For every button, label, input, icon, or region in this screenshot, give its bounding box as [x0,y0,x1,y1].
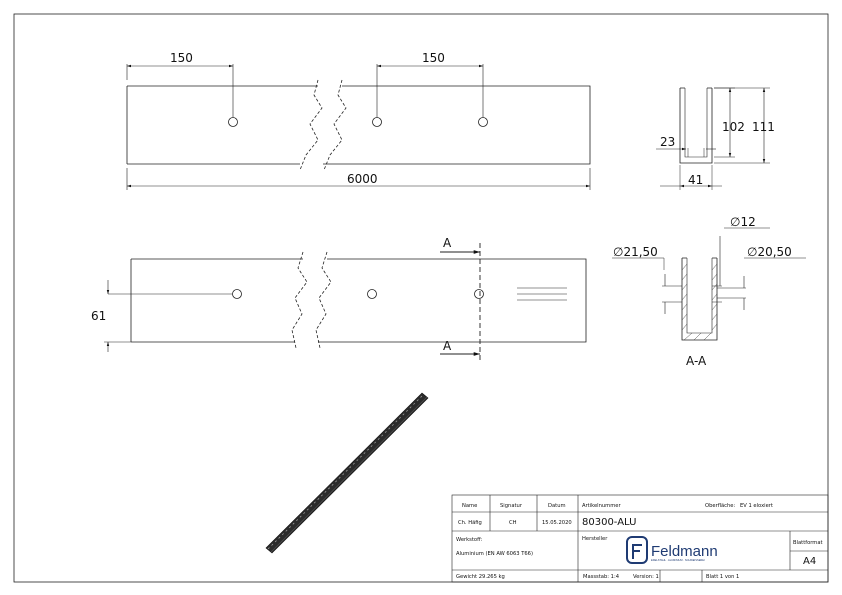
dim-6000: 6000 [347,172,378,186]
tb-format-value: A4 [803,556,816,567]
tb-name-label: Name [462,503,477,509]
section-marker-top: A [443,236,452,250]
section-a-a [612,227,806,341]
top-view [126,64,591,190]
tb-material-value: Aluminium (EN AW 6063 T66) [456,551,533,557]
hole [478,117,488,127]
tb-format-label: Blattformat [793,540,823,546]
dim-102: 102 [722,120,745,134]
hole [367,289,377,299]
dim-41: 41 [688,173,703,187]
tb-date-value: 15.05.2020 [542,520,572,526]
dim-dia-20-50: ∅20,50 [747,245,792,259]
dim-dia-21-50: ∅21,50 [613,245,658,259]
tb-name-value: Ch. Häfig [458,520,482,526]
tb-surface-label: Oberfläche: [705,503,735,509]
tb-material-label: Werkstoff: [456,537,483,543]
hole [474,289,484,299]
hole [228,117,238,127]
dim-61: 61 [91,309,106,323]
dim-111: 111 [752,120,775,134]
tb-article-value: 80300-ALU [582,517,636,528]
section-label: A-A [686,354,707,368]
tb-scale: Massstab: 1:4 [583,574,620,580]
hole [372,117,382,127]
tb-manufacturer-label: Hersteller [582,536,608,542]
tb-article-label: Artikelnummer [582,503,621,509]
side-profile-view [656,87,770,190]
logo-brand: Feldmann [651,543,718,560]
tb-sheet: Blatt 1 von 1 [706,574,739,580]
feldmann-logo: Feldmann EDELSTAHL · ALUMINIUM · SCHWEIS… [626,536,718,564]
front-view [104,243,587,362]
tb-signature-label: Signatur [500,503,523,509]
dim-23: 23 [660,135,675,149]
tb-weight: Gewicht 29.265 kg [456,574,505,580]
section-marker-bottom: A [443,339,452,353]
title-block [451,494,829,583]
logo-tagline: EDELSTAHL · ALUMINIUM · SCHWEISSEREI [651,558,705,562]
isometric-bar [265,392,429,554]
hole [232,289,242,299]
dim-150-right: 150 [422,51,445,65]
tb-version: Version: 1 [633,574,659,580]
tb-signature-value: CH [509,520,517,526]
tb-surface-value: EV 1 eloxiert [740,503,773,509]
dim-dia-12: ∅12 [730,215,756,229]
dim-150-left: 150 [170,51,193,65]
tb-date-label: Datum [548,503,566,509]
drawing-frame [13,13,829,583]
